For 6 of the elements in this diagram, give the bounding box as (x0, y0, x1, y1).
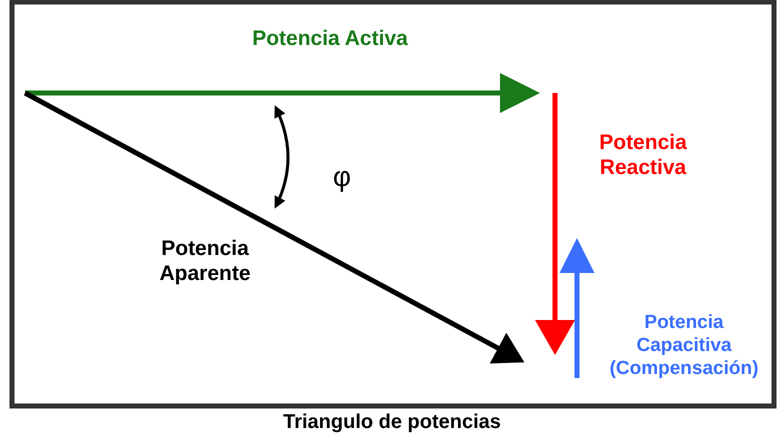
vector-label: Potencia Reactiva (598, 130, 688, 180)
angle-symbol: φ (332, 160, 352, 194)
vector-label: Potencia Activa (251, 26, 409, 52)
vector-label: Potencia Aparente (158, 236, 252, 286)
caption: Triangulo de potencias (282, 410, 502, 434)
vector-label: Potencia Capacitiva (Compensación) (608, 312, 760, 380)
